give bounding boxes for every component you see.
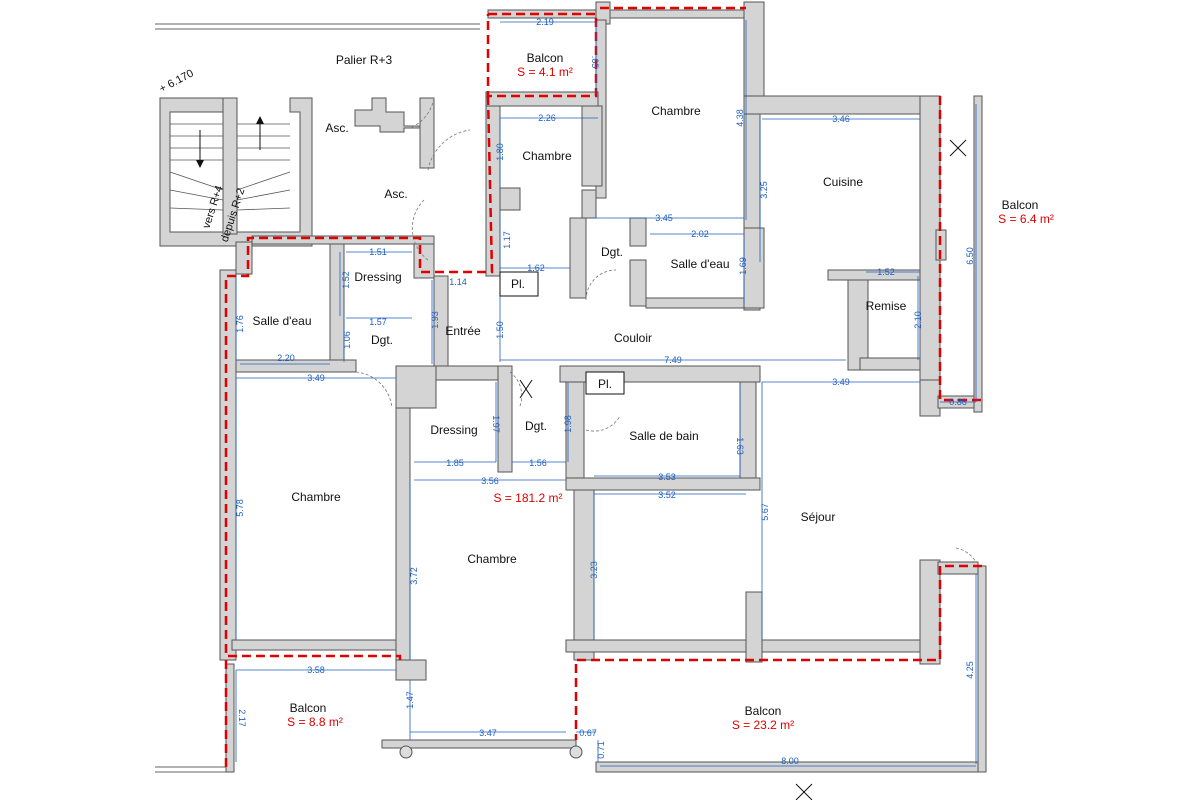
dimension-label: 2.17	[237, 709, 247, 727]
room-name-cuisine: Cuisine	[823, 175, 863, 189]
dimension-label: 1.47	[405, 691, 415, 709]
dimension-label: 3.58	[307, 665, 325, 675]
dimension-label: 2.19	[536, 17, 554, 27]
landing-walls	[354, 97, 435, 169]
dimension-label: 3.53	[658, 472, 676, 482]
dimension-labels: 2.19 .65 2.26 1.80 4.38 3.46 3.25 6.50 3…	[235, 17, 975, 766]
room-name-entree: Entrée	[445, 324, 481, 338]
top-railing	[155, 23, 480, 773]
room-name-remise: Remise	[866, 299, 907, 313]
dimension-label: 0.71	[596, 741, 606, 759]
dimension-label: 2.02	[691, 229, 709, 239]
dimension-label: 3.23	[589, 561, 599, 579]
room-name-dressing-2: Dressing	[430, 423, 477, 437]
total-area: S = 181.2 m²	[493, 491, 562, 505]
dimension-label: 1.97	[491, 415, 501, 433]
markers	[499, 139, 967, 800]
dimension-label: 1.06	[342, 331, 352, 349]
dimension-label: 6.50	[965, 247, 975, 265]
landing-label: Palier R+3	[336, 53, 393, 67]
apartment-boundary	[224, 6, 982, 772]
room-name-dressing-1: Dressing	[354, 270, 401, 284]
lift-label: Asc.	[384, 187, 407, 201]
dimension-label: 4.38	[735, 109, 745, 127]
stairwell	[159, 97, 313, 247]
room-area-balcon-nord: S = 4.1 m²	[517, 65, 573, 79]
dimension-label: 1.98	[563, 415, 573, 433]
room-name-chambre-centre: Chambre	[467, 552, 517, 566]
room-name-dgt-1: Dgt.	[371, 333, 393, 347]
dimension-label: 2.20	[277, 353, 295, 363]
dimension-label: 0.67	[579, 728, 597, 738]
dimension-label: 3.47	[479, 728, 497, 738]
room-name-sejour: Séjour	[801, 510, 836, 524]
room-name-salle-eau-2: Salle d'eau	[670, 257, 729, 271]
room-name-chambre-petite: Chambre	[522, 149, 572, 163]
dimension-label: 1.52	[877, 267, 895, 277]
dimension-label: 5.78	[235, 499, 245, 517]
dimension-label: .65	[590, 56, 600, 69]
level-mark: + 6.170	[157, 67, 195, 95]
room-area-balcon-est: S = 6.4 m²	[998, 212, 1054, 226]
room-name-dgt-3: Dgt.	[525, 419, 547, 433]
dimension-label: 7.49	[664, 355, 682, 365]
dimension-label: 1.50	[495, 321, 505, 339]
room-area-balcon-so: S = 8.8 m²	[287, 715, 343, 729]
room-name-salle-bain: Salle de bain	[629, 429, 698, 443]
room-name-chambre-ouest: Chambre	[291, 490, 341, 504]
door-swings	[355, 97, 977, 563]
dimension-label: 1.80	[495, 143, 505, 161]
dimension-label: 1.62	[527, 263, 545, 273]
dimension-label: 0.86	[949, 397, 967, 407]
dimension-label: 1.85	[446, 458, 464, 468]
dimension-label: 1.51	[369, 247, 387, 257]
dimension-label: 3.25	[759, 181, 769, 199]
dimension-label: 1.69	[738, 257, 748, 275]
room-name-pl-1: Pl.	[511, 277, 525, 291]
dimension-label: 1.17	[502, 231, 512, 249]
room-name-balcon-est: Balcon	[1002, 198, 1039, 212]
dimension-label: 1.63	[735, 437, 745, 455]
dimension-label: 5.67	[760, 503, 770, 521]
dimension-label: 1.57	[369, 317, 387, 327]
room-name-dgt-2: Dgt.	[601, 245, 623, 259]
dimension-label: 1.56	[529, 458, 547, 468]
room-name-chambre-nord: Chambre	[651, 104, 701, 118]
dimension-label: 8.00	[781, 756, 799, 766]
room-name-balcon-nord: Balcon	[527, 51, 564, 65]
room-name-balcon-so: Balcon	[290, 701, 327, 715]
dimension-label: 3.45	[655, 213, 673, 223]
dimension-label: 3.49	[307, 373, 325, 383]
room-area-balcon-sud: S = 23.2 m²	[732, 718, 794, 732]
room-name-balcon-sud: Balcon	[745, 704, 782, 718]
dimension-label: 3.56	[481, 476, 499, 486]
dimension-label: 2.10	[913, 311, 923, 329]
dimension-label: 3.46	[832, 114, 850, 124]
dimension-label: 1.14	[449, 277, 467, 287]
dimension-label: 1.76	[235, 315, 245, 333]
dimension-label: 4.25	[965, 661, 975, 679]
dimension-label: 1.52	[341, 271, 351, 289]
dimension-label: 3.72	[409, 567, 419, 585]
room-name-salle-eau-1: Salle d'eau	[252, 314, 311, 328]
dimension-lines	[235, 20, 977, 767]
lift-label: Asc.	[325, 121, 348, 135]
dimension-label: 1.93	[430, 311, 440, 329]
stair-up-label: vers R+4	[201, 184, 226, 230]
dimension-label: 2.26	[538, 113, 556, 123]
dimension-label: 3.49	[832, 377, 850, 387]
dimension-label: 3.52	[658, 490, 676, 500]
room-name-pl-2: Pl.	[598, 377, 612, 391]
room-name-couloir: Couloir	[614, 331, 652, 345]
